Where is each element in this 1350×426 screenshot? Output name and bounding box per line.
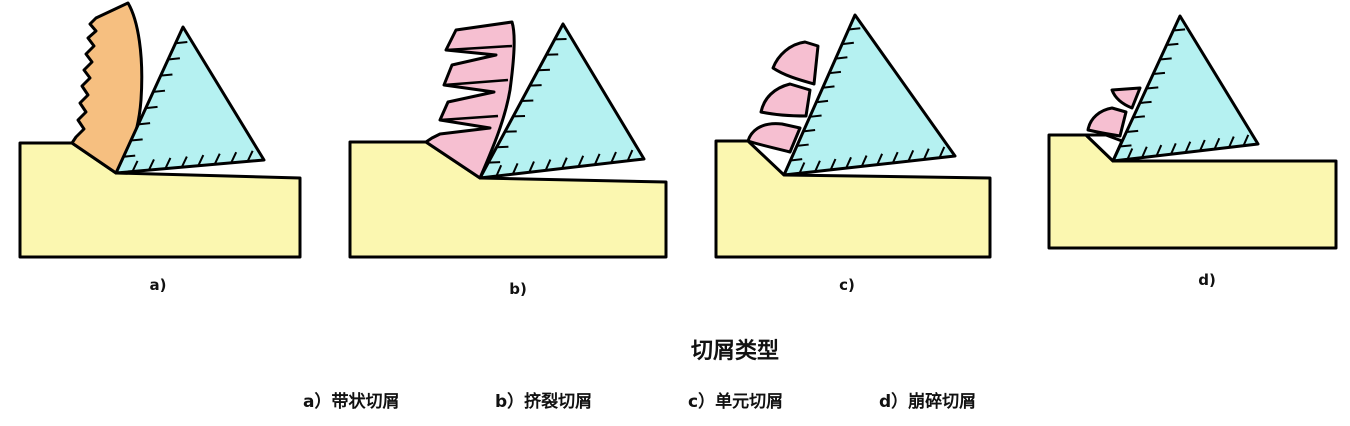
hatch-tick (1242, 134, 1250, 147)
figure-caption: a）带状切屑 b）挤裂切屑 c）单元切屑 d）崩碎切屑 (303, 391, 976, 412)
hatch-tick (561, 157, 568, 169)
crumb-chip-1 (1110, 86, 1142, 110)
caption-c: c）单元切屑 (688, 391, 783, 412)
hatch-tick (577, 155, 585, 168)
hatch-tick (829, 158, 837, 171)
hatch-tick (1166, 42, 1179, 46)
hatch-tick (891, 151, 899, 164)
hatch-tick (829, 70, 842, 75)
hatch-tick (197, 154, 205, 167)
hatch-tick (528, 161, 535, 173)
hatch-tick (131, 160, 139, 172)
hatch-tick (822, 85, 835, 89)
hatch-tick (1126, 129, 1139, 133)
caption-b: b）挤裂切屑 (495, 391, 592, 412)
hatch-tick (798, 162, 806, 174)
hatch-tick (814, 160, 821, 172)
unit-chip-2 (759, 82, 812, 118)
hatch-tick (1146, 86, 1159, 90)
panel-label-c: c) (839, 276, 855, 294)
hatch-tick (845, 156, 852, 169)
hatch-tick (1159, 57, 1172, 61)
hatch-tick (511, 162, 519, 175)
hatch-tick (907, 149, 915, 162)
hatch-tick (138, 122, 151, 126)
hatch-tick (1184, 141, 1192, 153)
hatch-tick (175, 41, 188, 45)
hatch-tick (145, 105, 158, 110)
hatch-tick (1213, 137, 1221, 150)
hatch-tick (816, 99, 829, 104)
hatch-tick (147, 158, 155, 171)
unit-chip-3 (746, 122, 802, 154)
hatch-tick (860, 155, 868, 167)
hatch-tick (544, 159, 552, 171)
chip-segment-lines-b (439, 44, 513, 122)
hatch-tick (230, 151, 238, 164)
hatch-tick (841, 41, 854, 46)
panel-label-d: d) (1198, 271, 1216, 289)
hatch-tick (938, 146, 946, 159)
hatch-tick (246, 150, 254, 162)
hatch-tick (153, 89, 166, 93)
hatch-tick (1153, 71, 1166, 75)
cutting-tool-a (114, 25, 266, 175)
tool-hatching-a (123, 41, 254, 172)
panel-label-a: a) (150, 276, 167, 294)
hatch-tick (160, 73, 173, 77)
hatch-tick (1228, 136, 1235, 148)
hatch-tick (1133, 115, 1145, 119)
hatch-tick (848, 27, 861, 31)
hatch-tick (123, 154, 136, 158)
unit-chip-1 (771, 40, 820, 86)
hatch-tick (164, 157, 172, 170)
hatch-tick (1141, 146, 1148, 159)
hatch-tick (213, 153, 221, 165)
hatch-tick (790, 158, 803, 162)
segmented-chip-b (424, 20, 516, 180)
hatch-tick (1199, 139, 1206, 152)
hatch-tick (1126, 148, 1134, 160)
cutting-tool-c (782, 13, 957, 177)
panel-c: c) (714, 13, 992, 294)
hatch-tick (803, 129, 816, 133)
hatch-tick (593, 153, 601, 166)
caption-a: a）带状切屑 (303, 391, 399, 412)
hatch-tick (1170, 142, 1177, 155)
hatch-tick (626, 149, 634, 162)
hatch-tick (922, 148, 930, 160)
hatch-tick (1119, 144, 1132, 148)
hatch-tick (168, 57, 180, 61)
tool-hatching-d (1119, 28, 1250, 160)
panel-a: a) (18, 1, 302, 294)
figure-title: 切屑类型 (691, 339, 779, 364)
hatch-tick (835, 56, 848, 60)
hatch-tick (809, 114, 822, 118)
hatch-tick (180, 156, 188, 168)
hatch-tick (796, 143, 809, 147)
panel-d: d) (1047, 14, 1338, 289)
tool-hatching-c (790, 27, 946, 174)
caption-d: d）崩碎切屑 (879, 391, 976, 412)
hatch-tick (1155, 144, 1163, 157)
panel-b: b) (348, 20, 668, 298)
tool-hatching-b (488, 37, 634, 177)
hatch-tick (130, 138, 143, 142)
hatch-tick (495, 164, 503, 177)
panel-label-b: b) (509, 280, 527, 298)
hatch-tick (876, 153, 884, 166)
hatch-tick (1139, 100, 1152, 104)
hatch-tick (610, 151, 617, 164)
crumb-chip-2 (1086, 106, 1128, 138)
hatch-tick (1173, 28, 1186, 32)
